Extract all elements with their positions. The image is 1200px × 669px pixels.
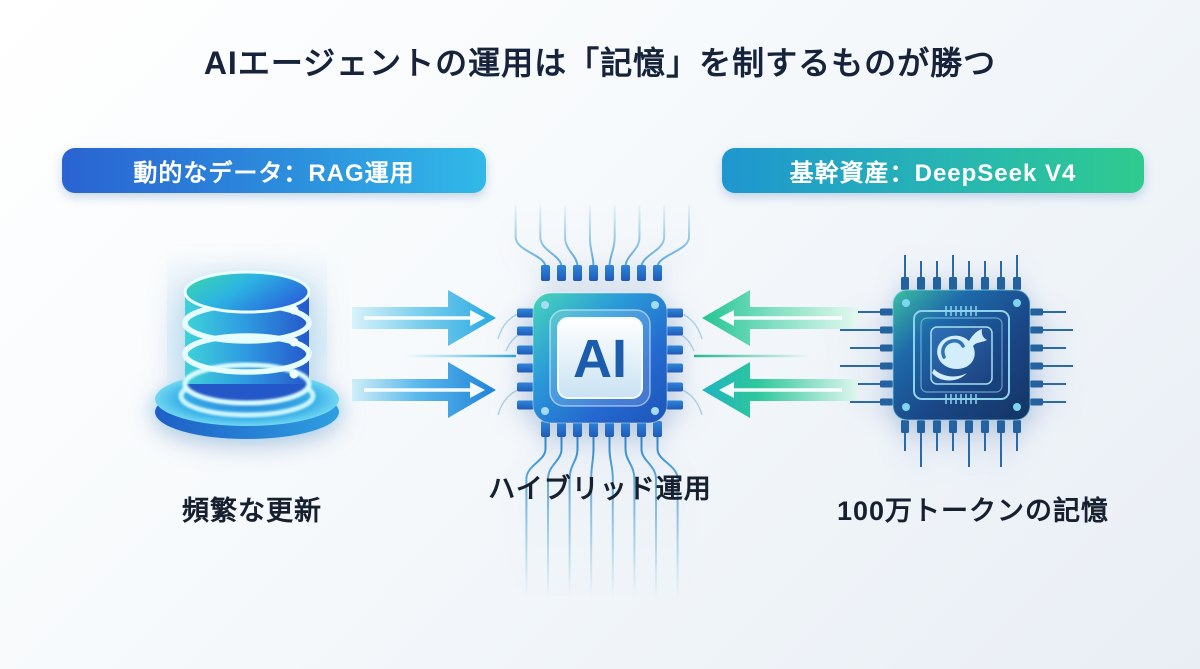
database-icon: [151, 246, 343, 440]
badge-deepseek-label: 基幹資産：DeepSeek V4: [789, 160, 1077, 187]
chip-pins: [517, 265, 683, 437]
deepseek-whale-chip-icon: [840, 255, 1073, 467]
badge-rag: 動的なデータ：RAG運用: [62, 148, 486, 193]
circuit-traces-bottom: [525, 437, 679, 598]
deepseek-caption: 100万トークンの記憶: [836, 496, 1110, 526]
ai-chip-icon: AI: [497, 205, 703, 598]
database-caption: 頻繁な更新: [182, 496, 322, 526]
flow-arrows-right: [694, 290, 858, 418]
pin-leads: [840, 255, 1073, 467]
ai-chip-caption: ハイブリッド運用: [488, 474, 712, 504]
chip-screen: [557, 317, 643, 399]
trace-rings: [913, 306, 1010, 404]
whale-icon: [932, 329, 987, 381]
flow-arrows-left: [352, 290, 516, 418]
chip-pins: [880, 277, 1043, 433]
diagram-title: AIエージェントの運用は「記憶」を制するものが勝つ: [203, 45, 997, 81]
badge-rag-label: 動的なデータ：RAG運用: [133, 160, 415, 187]
ai-chip-label: AI: [573, 329, 627, 389]
badge-deepseek: 基幹資産：DeepSeek V4: [722, 148, 1144, 193]
